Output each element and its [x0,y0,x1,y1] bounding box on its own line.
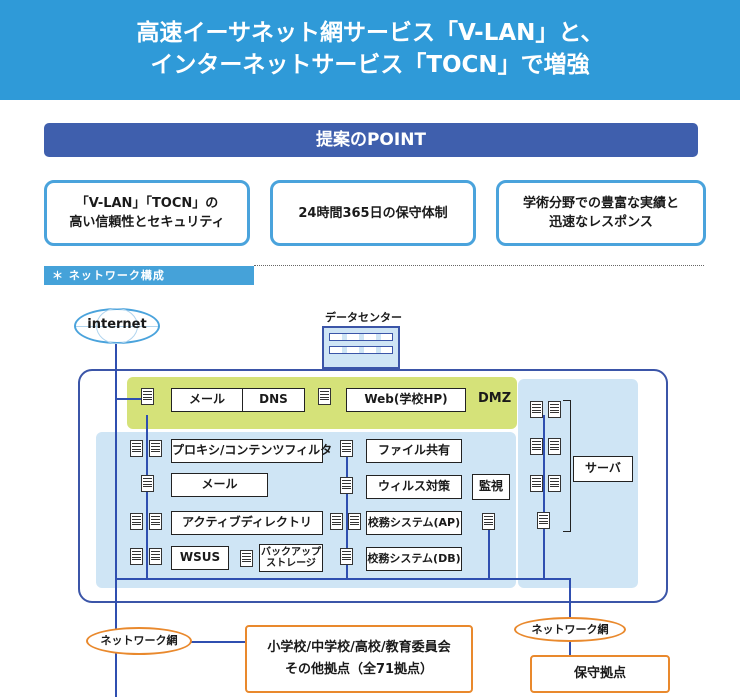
datacenter-label: データセンター [325,311,402,324]
point-title: 提案のPOINT [44,123,698,157]
server-icon [149,440,162,457]
maintenance-label: 保守拠点 [573,666,626,681]
server-icon [141,388,154,405]
mail-label: メール [171,473,268,497]
server-icon [537,512,550,529]
dmz-mail-label: メール [171,388,243,412]
point-box-reliability: 「V-LAN」「TOCN」の 高い信頼性とセキュリティ [44,180,250,246]
wsus-label: WSUS [171,546,229,570]
dmz-web-label: Web(学校HP) [346,388,466,412]
network-right-ellipse: ネットワーク網 [514,617,626,642]
server-icon [530,438,543,455]
server-icon [340,440,353,457]
page-header: 高速イーサネット網サービス「V-LAN」と、 インターネットサービス「TOCN」… [0,0,740,100]
header-title-line2: インターネットサービス「TOCN」で増強 [150,52,590,78]
point-box-line: 高い信頼性とセキュリティ [69,215,225,230]
network-right-label: ネットワーク網 [531,623,609,636]
server-icon [149,513,162,530]
server-label: サーバ [573,456,633,482]
sites-link-line [190,641,245,643]
server-icon [130,513,143,530]
active-directory-label: アクティブディレクトリ [171,511,323,535]
point-box-line: 24時間365日の保守体制 [298,205,448,221]
monitor-label: 監視 [472,474,510,500]
server-icon [548,438,561,455]
section-label: ＊ ネットワーク構成 [44,266,254,285]
server-icon [482,513,495,530]
maintenance-line-upper [569,579,571,620]
internet-globe-icon: internet [74,308,160,344]
server-icon [548,475,561,492]
server-line [543,415,545,579]
server-icon [348,513,361,530]
school-db-label: 校務システム(DB) [366,547,462,571]
sites-box: 小学校/中学校/高校/教育委員会 その他拠点（全71拠点） [245,625,473,693]
datacenter-frame [78,369,668,603]
school-ap-label: 校務システム(AP) [366,511,462,535]
server-icon [130,440,143,457]
sites-line2: その他拠点（全71拠点） [284,662,434,677]
internal-left-line [146,415,148,579]
header-title-line1: 高速イーサネット網サービス「V-LAN」と、 [136,20,604,46]
backbone-line [116,578,571,580]
proxy-label: プロキシ/コンテンツフィルタ [171,439,332,463]
network-left-ellipse: ネットワーク網 [86,627,192,655]
file-share-label: ファイル共有 [366,439,462,463]
main-network-line [115,340,117,697]
sites-line1: 小学校/中学校/高校/教育委員会 [267,640,451,655]
point-box-line: 迅速なレスポンス [549,215,653,230]
server-icon [340,548,353,565]
dmz-link-line [116,398,146,400]
maintenance-line-lower [569,640,571,655]
server-icon [530,475,543,492]
datacenter-building-icon [322,326,400,369]
server-icon [318,388,331,405]
server-icon [141,475,154,492]
dmz-dns-label: DNS [242,388,305,412]
server-icon [530,401,543,418]
server-icon [548,401,561,418]
network-left-label: ネットワーク網 [100,634,178,647]
point-box-line: 「V-LAN」「TOCN」の [75,196,219,211]
maintenance-box: 保守拠点 [530,655,670,693]
section-divider [254,265,704,266]
server-icon [240,550,253,567]
server-icon [149,548,162,565]
backup-storage-label: バックアップ ストレージ [259,544,323,572]
point-box-support: 24時間365日の保守体制 [270,180,476,246]
monitor-line [488,530,490,579]
server-group-bracket [563,400,571,532]
internal-mid-line [346,452,348,579]
server-icon [330,513,343,530]
point-box-experience: 学術分野での豊富な実績と 迅速なレスポンス [496,180,706,246]
server-icon [130,548,143,565]
antivirus-label: ウィルス対策 [366,475,462,499]
server-icon [340,477,353,494]
dmz-label: DMZ [478,391,512,406]
internet-label: internet [87,317,147,332]
point-box-line: 学術分野での豊富な実績と [522,196,679,211]
